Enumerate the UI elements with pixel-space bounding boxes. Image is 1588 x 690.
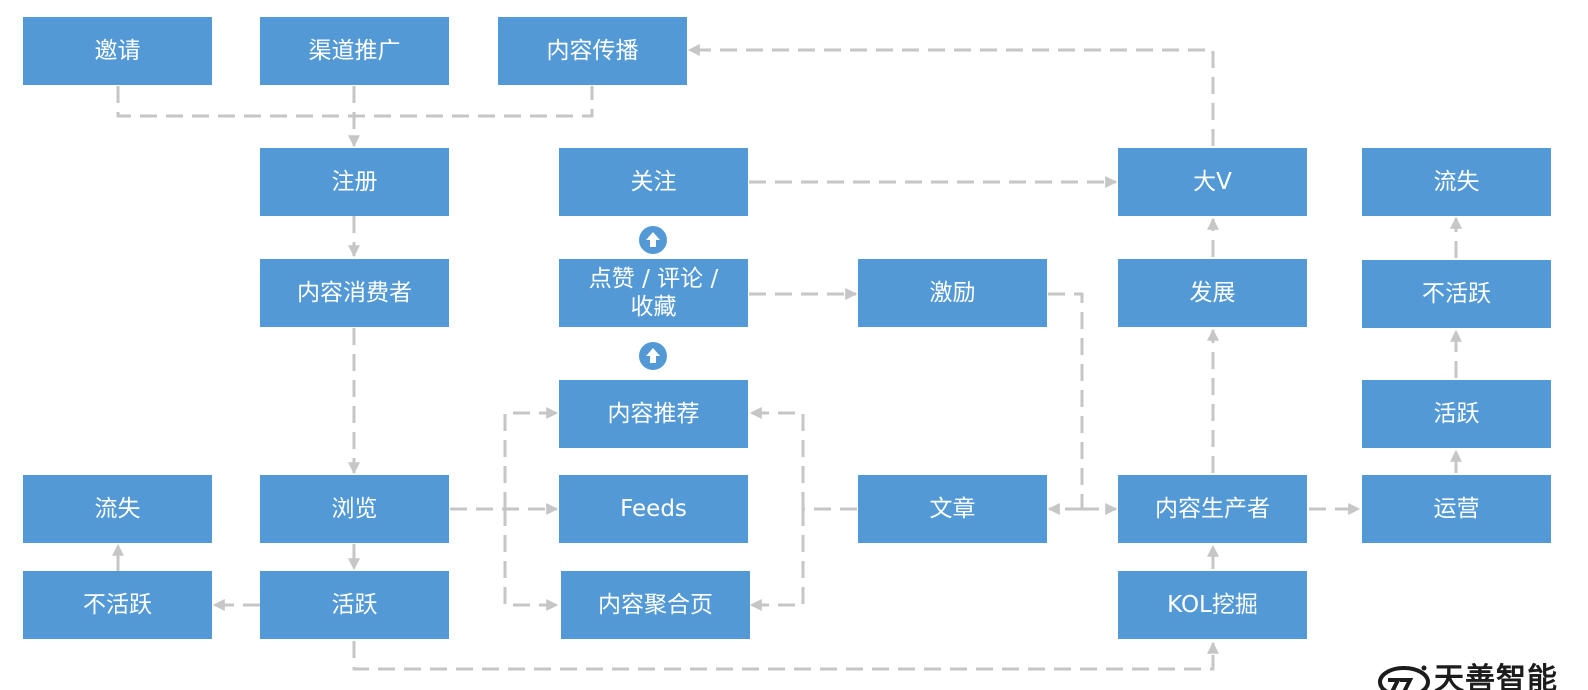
node-incentive: 激励 xyxy=(858,259,1047,327)
node-operation: 运营 xyxy=(1362,475,1551,543)
edge-bigv-to-spread xyxy=(687,44,1215,146)
node-churn-right: 流失 xyxy=(1362,148,1551,216)
node-consumer: 内容消费者 xyxy=(260,259,449,327)
up-arrow-icon xyxy=(637,224,669,256)
edge-bracket-to-recommend xyxy=(749,407,805,509)
node-producer: 内容生产者 xyxy=(1118,475,1307,543)
node-active-right: 活跃 xyxy=(1362,380,1551,448)
edge-active-to-kol xyxy=(352,641,1219,671)
edge-incentive-down xyxy=(1048,292,1084,509)
node-aggregate: 内容聚合页 xyxy=(561,571,750,639)
node-content-spread: 内容传播 xyxy=(498,17,687,85)
node-article: 文章 xyxy=(858,475,1047,543)
node-kol: KOL挖掘 xyxy=(1118,571,1307,639)
edge-left-bracket xyxy=(503,407,559,509)
node-develop: 发展 xyxy=(1118,259,1307,327)
logo-text: 天善智能 xyxy=(1434,662,1558,690)
node-big-v: 大V xyxy=(1118,148,1307,216)
node-inactive-left: 不活跃 xyxy=(23,571,212,639)
node-register: 注册 xyxy=(260,148,449,216)
edge-left-bracket-down xyxy=(503,509,559,611)
node-channel-promo: 渠道推广 xyxy=(260,17,449,85)
edge-bracket-to-aggregate xyxy=(749,509,805,611)
node-like-comment-fav: 点赞 / 评论 / 收藏 xyxy=(559,259,748,327)
node-active-left: 活跃 xyxy=(260,571,449,639)
node-churn-left: 流失 xyxy=(23,475,212,543)
logo-mark-icon xyxy=(1378,665,1430,690)
brand-logo: 天善智能 xyxy=(1378,650,1588,690)
node-follow: 关注 xyxy=(559,148,748,216)
up-arrow-icon xyxy=(637,340,669,372)
node-inactive-right: 不活跃 xyxy=(1362,260,1551,328)
node-recommend: 内容推荐 xyxy=(559,380,748,448)
node-browse: 浏览 xyxy=(260,475,449,543)
node-invite: 邀请 xyxy=(23,17,212,85)
node-feeds: Feeds xyxy=(559,475,748,543)
